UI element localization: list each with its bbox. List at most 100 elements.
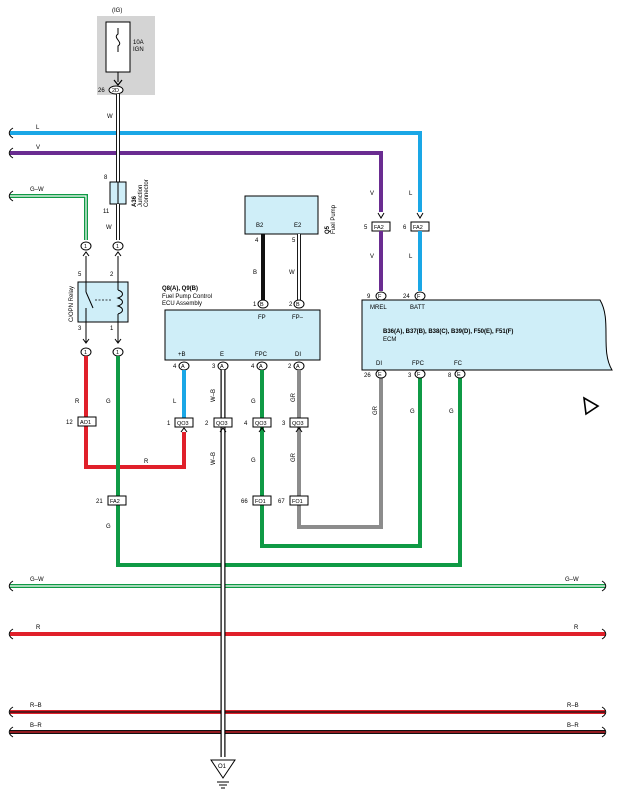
connector-fa2-21-pin: 21 (96, 499, 103, 505)
junction-name-2: Connector (144, 179, 150, 207)
fp-ecu-name-2: ECU Assembly (162, 301, 202, 307)
wire-break-l (8, 127, 14, 139)
fuse-arrow (113, 79, 123, 86)
ecm-pin-di: DI (376, 361, 382, 367)
continuation-arrow (583, 396, 600, 416)
connector-qo3-4 (252, 417, 272, 428)
wire-label-l-ecm-2: L (409, 254, 413, 260)
ecm-name: ECM (383, 337, 396, 343)
junction-code: A36 (132, 195, 138, 207)
fa2-arrow-batt (416, 212, 424, 219)
fp-ecu-num-4b: 4 (251, 364, 255, 370)
connector-fo1-66-code: FO1 (255, 499, 266, 505)
relay-pin-3: 3 (78, 326, 82, 332)
relay-conn-top-right (112, 241, 124, 251)
fp-ecu-code: Q8(A), Q9(B) (162, 286, 198, 292)
bus-break-rb-right (601, 706, 607, 718)
connector-qo3-3-pin: 3 (282, 421, 286, 427)
connector-qo3-1-pin: 1 (167, 421, 171, 427)
fuel-pump-pin-4: 4 (255, 238, 259, 244)
ecm-conn-fpc-label: F (417, 372, 421, 378)
wire-label-wb-2: W–B (211, 452, 217, 465)
relay-conn-top-left-label: 1 (84, 244, 87, 250)
relay-arrow-bottom-right (114, 338, 122, 344)
ecm-num-9: 9 (367, 294, 371, 300)
relay-arrow-top-left (82, 251, 90, 257)
fp-ecu-conn-fp-label: B (260, 302, 264, 308)
connector-fo1-67 (289, 495, 309, 506)
ecm-conn-batt-label: F (417, 294, 421, 300)
fuel-pump-pin-1: 1 (253, 302, 257, 308)
fp-ecu-name: Fuel Pump Control (162, 294, 212, 300)
connector-fa2-batt-pin: 6 (403, 225, 407, 231)
fp-ecu-body (164, 309, 321, 361)
fuel-pump-code: Q5 (325, 225, 331, 234)
ecm-num-8: 8 (448, 373, 452, 379)
qo3-arrow-1 (180, 427, 188, 433)
bus-break-br-right (601, 726, 607, 738)
fp-ecu-pin-b: +B (178, 352, 186, 358)
connector-ao1-pin: 12 (66, 420, 73, 426)
bus-break-r-right (601, 628, 607, 640)
bus-break-br-left (8, 726, 14, 738)
connector-qo3-4-code: QO3 (255, 421, 267, 427)
wire-label-r-2: R (144, 459, 149, 465)
connector-qo3-4-pin: 4 (244, 421, 248, 427)
ecm-conn-di-label: E (378, 372, 382, 378)
fp-ecu-conn-di-label: A (296, 364, 300, 370)
fp-ecu-conn-fpm-label: B (296, 302, 300, 308)
ecm-pin-mrel: MREL (370, 305, 387, 311)
fuel-pump-pin-2: 2 (289, 302, 293, 308)
relay-coil (116, 289, 123, 315)
wire-label-l-ecu: L (173, 399, 177, 405)
wire-label-v-ecm: V (370, 191, 374, 197)
wire-label-gw-bottom-left: G–W (30, 577, 44, 583)
fp-ecu-conn-fp (257, 299, 269, 309)
wire-gr-di (297, 370, 383, 529)
wire-g-relay (116, 356, 462, 567)
relay-switch-arm (85, 291, 94, 309)
fp-ecu-pin-fpm: FP– (292, 315, 304, 321)
fp-ecu-conn-e-label: A (220, 364, 224, 370)
ecm-num-26: 26 (364, 373, 371, 379)
wire-label-br-bottom-right: B–R (567, 723, 579, 729)
connector-ao1 (77, 416, 97, 427)
fp-ecu-num-4: 4 (173, 364, 177, 370)
ecm-num-3: 3 (408, 373, 412, 379)
wire-label-rb-bottom-left: R–B (30, 703, 42, 709)
ecm-pin-fc: FC (454, 361, 463, 367)
ecm-num-24: 24 (403, 294, 410, 300)
ecm-conn-fpc (414, 369, 426, 379)
bus-break-gw-right (601, 580, 607, 592)
wire-label-b: B (253, 270, 257, 276)
fp-ecu-pin-fpc: FPC (255, 352, 268, 358)
connector-fo1-66 (252, 495, 272, 506)
wire-label-gw-bottom-right: G–W (565, 577, 579, 583)
wire-label-w-1: W (107, 114, 113, 120)
fuel-pump-body (244, 195, 319, 235)
connector-fo1-67-pin: 67 (278, 499, 285, 505)
ecm-pin-batt: BATT (410, 305, 425, 311)
relay-arrow-top-right (114, 251, 122, 257)
connector-fo1-67-code: FO1 (292, 499, 303, 505)
bus-break-gw-left (8, 580, 14, 592)
fuse-pin-number: 26 (98, 88, 105, 94)
wire-label-v-ecm-2: V (370, 254, 374, 260)
ecm-conn-di (375, 369, 387, 379)
fp-ecu-pin-e: E (220, 352, 224, 358)
fuel-pump-pin-b2: B2 (256, 223, 264, 229)
wire-label-g-2: G (106, 524, 111, 530)
relay-conn-top-left (80, 241, 92, 251)
relay-conn-bottom-right-label: 1 (116, 350, 119, 356)
junction-name: Junction (138, 185, 144, 207)
wire-label-gr-3: GR (373, 405, 379, 415)
wire-label-r-1: R (75, 399, 80, 405)
wire-gw-top-stripe (10, 195, 87, 240)
fp-ecu-conn-fpm (293, 299, 305, 309)
fuel-pump-pin-5: 5 (292, 238, 296, 244)
wire-label-w-pump: W (289, 270, 295, 276)
wire-label-rb-bottom-right: R–B (567, 703, 579, 709)
junction-pin-bottom: 11 (103, 209, 110, 215)
connector-qo3-3 (289, 417, 309, 428)
connector-fo1-66-pin: 66 (241, 499, 248, 505)
